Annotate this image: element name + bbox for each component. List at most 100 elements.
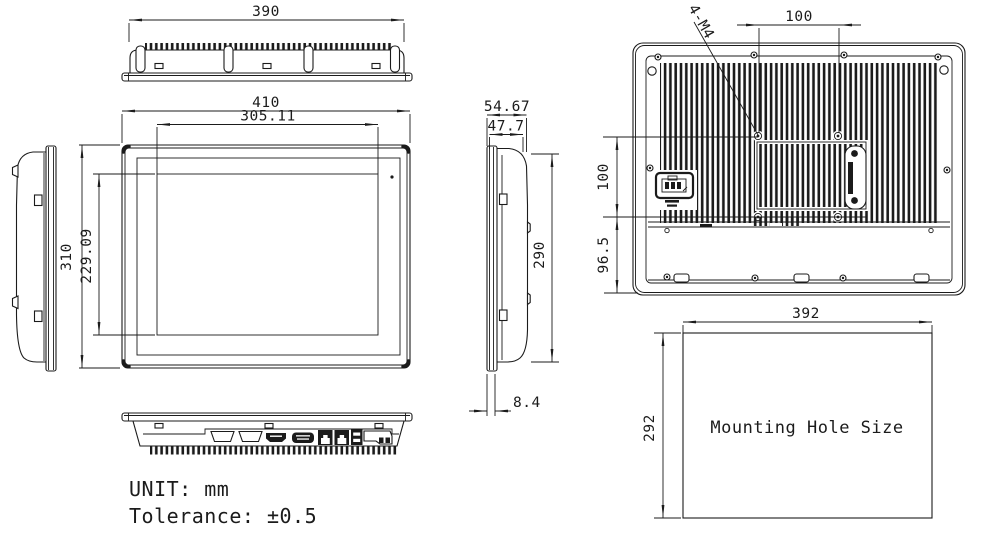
serial-port-db9 xyxy=(238,430,263,443)
dim-body-height-label: 290 xyxy=(532,241,548,269)
rear-hook xyxy=(526,220,531,235)
display-active-area xyxy=(156,173,379,336)
hdmi-port xyxy=(266,433,286,442)
dim-front-overall-width: 410 xyxy=(121,95,411,143)
screw-icon xyxy=(654,53,662,61)
panel-tab xyxy=(793,273,810,283)
bezel-corner-cap xyxy=(401,359,411,369)
front-bezel-edge xyxy=(486,145,498,372)
dim-vesa-bottom-label: 96.5 xyxy=(596,237,612,274)
mounting-hole-label: Mounting Hole Size xyxy=(710,418,903,438)
corner-hole xyxy=(939,65,949,75)
dim-front-height-label: 310 xyxy=(59,243,75,271)
bezel-corner-cap xyxy=(401,144,411,154)
dc-terminal-block xyxy=(653,170,697,210)
rear-hook xyxy=(526,291,531,306)
panel-tab xyxy=(913,273,930,283)
vent-slot xyxy=(154,62,164,70)
dim-vesa-pitch-vertical: 100 xyxy=(596,136,866,218)
dim-cutout-width: 392 xyxy=(682,306,933,334)
dim-display-height-label: 229.09 xyxy=(79,228,95,283)
screw-icon xyxy=(943,166,951,174)
connector-block xyxy=(782,217,800,226)
vent-slot xyxy=(374,422,384,429)
bracket-hole xyxy=(851,197,858,204)
terminal-label xyxy=(665,200,679,203)
vga-port xyxy=(292,432,314,443)
dim-front-width-label: 410 xyxy=(252,95,280,111)
front-bezel-inner-line xyxy=(124,147,408,366)
vent-slot xyxy=(264,422,274,429)
serial-port-db9 xyxy=(210,430,235,443)
mount-clip xyxy=(303,45,314,73)
front-bezel-outer xyxy=(121,144,411,369)
rear-view: 100 4-M4 100 96.5 xyxy=(596,2,966,296)
power-led xyxy=(390,175,394,179)
clip-slot xyxy=(498,193,508,206)
heatsink-fins-top xyxy=(145,43,392,51)
rear-hook xyxy=(11,164,19,178)
unit-note: UNIT: mm xyxy=(129,477,229,501)
dim-front-bezel-depth: 8.4 xyxy=(469,374,541,416)
dim-body-height: 290 xyxy=(531,153,559,363)
bottom-view xyxy=(121,412,413,455)
cutout-rect xyxy=(682,332,933,519)
dim-cutout-height: 292 xyxy=(642,332,681,519)
rear-frame-outer xyxy=(632,42,966,296)
rj45-notch xyxy=(337,435,347,444)
left-side-body xyxy=(15,151,46,363)
power-pin xyxy=(379,437,384,443)
terminal-socket xyxy=(661,178,687,193)
dim-vesa-pitch-horizontal: 100 xyxy=(737,9,861,133)
screw-icon xyxy=(751,274,759,282)
dim-front-overall-height: 310 xyxy=(59,144,120,369)
mount-clip xyxy=(135,45,146,73)
dim-top-width: 390 xyxy=(128,4,405,42)
frame-screws xyxy=(646,51,951,174)
usb-slot xyxy=(353,432,361,436)
heatsink-fins-bottom xyxy=(150,446,398,455)
rear-bottom-panel xyxy=(648,217,950,283)
usb-port-stack xyxy=(351,429,363,445)
top-view: 390 xyxy=(121,4,413,82)
screw-icon xyxy=(934,53,942,61)
dim-depth-body: 47.7 xyxy=(488,119,524,152)
vesa-hole xyxy=(752,130,764,142)
bezel-opening xyxy=(136,157,401,356)
left-side-view xyxy=(11,145,57,372)
front-view: 410 305.11 310 229.09 xyxy=(59,95,411,369)
dim-vesa-to-bottom: 96.5 xyxy=(596,217,638,294)
rear-frame-inner xyxy=(645,55,953,284)
rear-frame-outer2 xyxy=(635,45,963,293)
dim-display-height: 229.09 xyxy=(79,173,155,336)
terminal-label xyxy=(667,204,677,207)
vent-slot xyxy=(371,62,381,70)
right-side-view: 54.67 47.7 290 8.4 xyxy=(469,99,559,416)
panel-hole xyxy=(664,227,670,234)
screw-icon xyxy=(646,164,654,172)
dim-cutout-height-label: 292 xyxy=(642,414,658,442)
top-view-front-bezel xyxy=(121,72,413,82)
vent-slot xyxy=(262,62,272,70)
usb-slot xyxy=(353,438,361,442)
bracket-hole xyxy=(851,150,858,157)
bracket-slot xyxy=(848,162,853,194)
power-connector xyxy=(363,430,393,445)
connector-block xyxy=(752,217,770,226)
panel-tab xyxy=(673,273,690,283)
panel-label xyxy=(700,224,712,227)
vent-slot xyxy=(154,422,164,429)
bottom-front-bezel xyxy=(121,412,413,422)
mounting-hole-diagram: Mounting Hole Size 392 292 xyxy=(642,306,933,519)
dim-bezel-depth-label: 8.4 xyxy=(513,395,541,411)
bezel-corner-cap xyxy=(121,359,131,369)
power-pin xyxy=(385,437,390,443)
clip-slot xyxy=(498,309,508,322)
dim-depth-overall-label: 54.67 xyxy=(484,99,530,115)
vesa-hole xyxy=(832,130,844,142)
bezel-corner-cap xyxy=(121,144,131,154)
front-bezel-edge xyxy=(45,145,57,372)
dim-depth-overall: 54.67 xyxy=(484,99,530,152)
